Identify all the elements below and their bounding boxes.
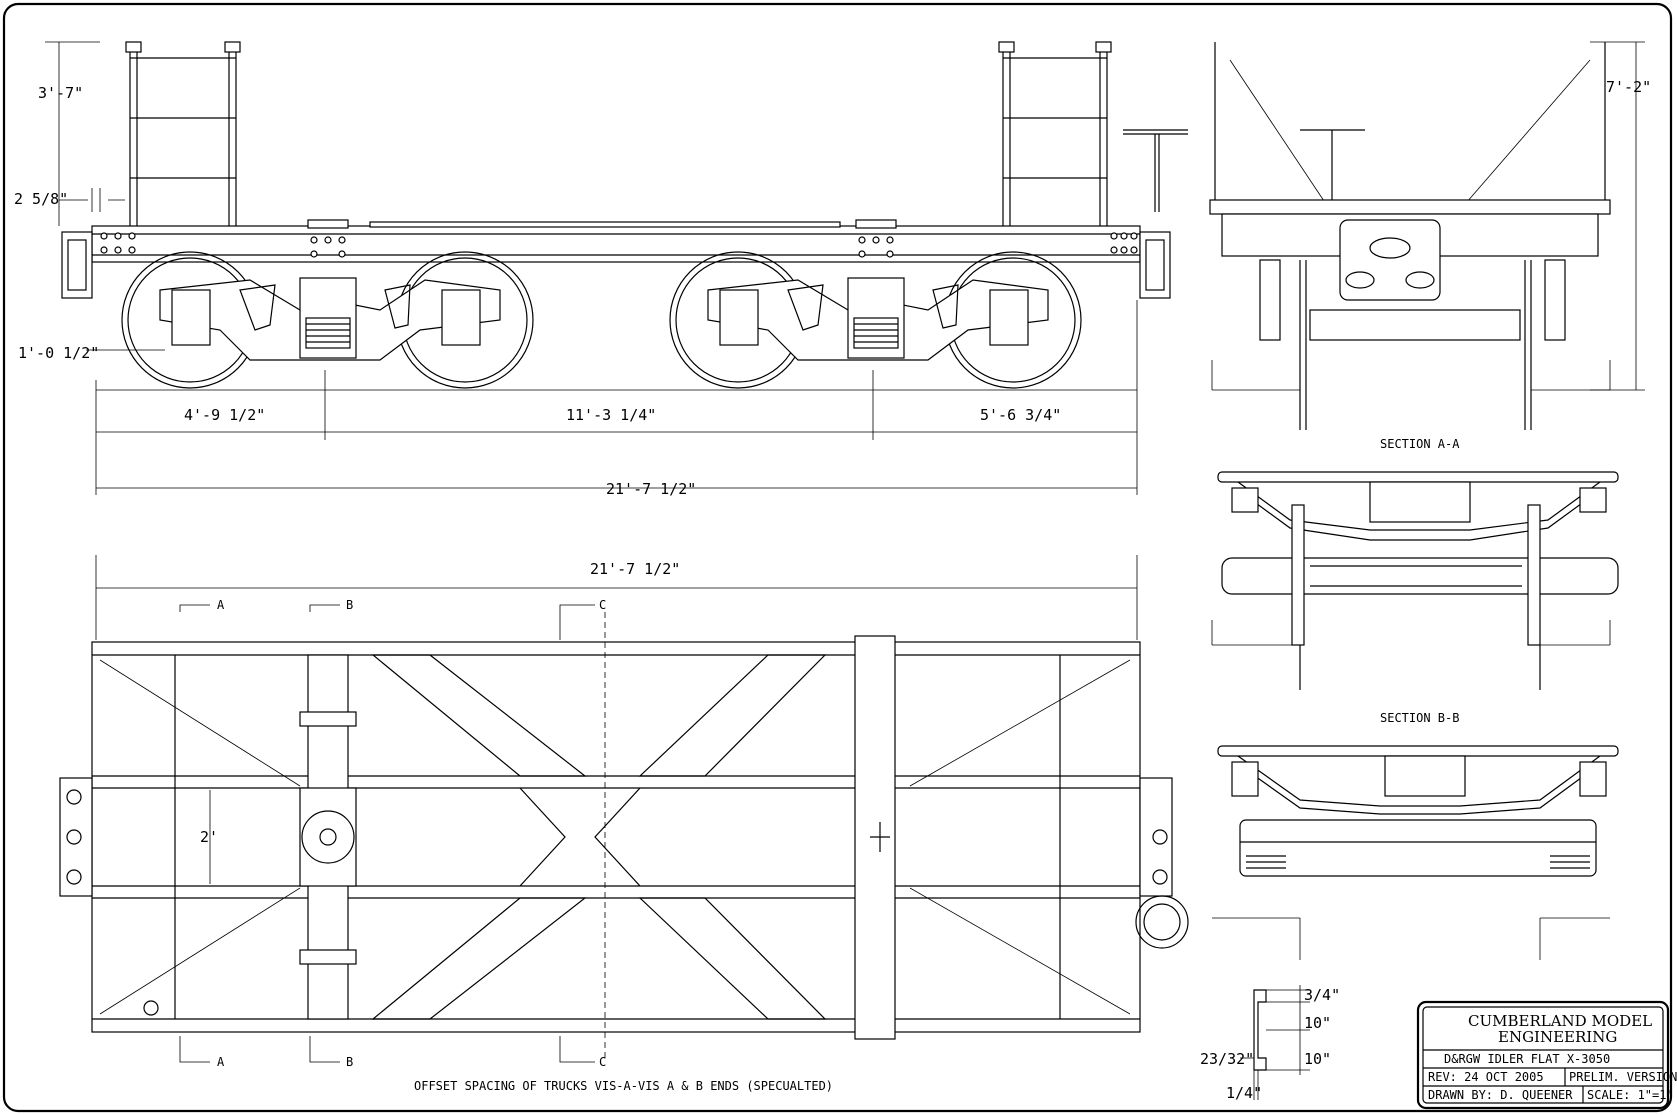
section-marker-a-top: A bbox=[217, 598, 225, 612]
title-block: CUMBERLAND MODEL ENGINEERING D&RGW IDLER… bbox=[1416, 1000, 1677, 1110]
drawing-scale: SCALE: 1"=1' bbox=[1587, 1088, 1674, 1102]
section-marker-c-bottom: C bbox=[599, 1055, 606, 1069]
dim-end-to-bolster-a: 4'-9 1/2" bbox=[184, 406, 265, 424]
dim-center-sill-width: 2' bbox=[200, 828, 218, 846]
drawn-by: DRAWN BY: D. QUEENER bbox=[1428, 1088, 1573, 1102]
dim-ladder-height: 3'-7" bbox=[38, 84, 83, 102]
company-name-line1: CUMBERLAND MODEL bbox=[1468, 1012, 1652, 1030]
channel-detail: 3/4" 10" 10" 23/32" 1/4" bbox=[1200, 985, 1340, 1102]
detail-dim-top: 3/4" bbox=[1304, 986, 1340, 1004]
dim-overall-length-side: 21'-7 1/2" bbox=[606, 480, 696, 498]
detail-dim-mid: 10" bbox=[1304, 1014, 1331, 1032]
detail-dim-left: 23/32" bbox=[1200, 1050, 1254, 1068]
dim-coupler-offset: 1'-0 1/2" bbox=[18, 344, 99, 362]
plan-note: OFFSET SPACING OF TRUCKS VIS-A-VIS A & B… bbox=[414, 1079, 833, 1093]
dim-end-overall-height: 7'-2" bbox=[1606, 78, 1651, 96]
drawing-title: D&RGW IDLER FLAT X-3050 bbox=[1444, 1052, 1610, 1066]
version-status: PRELIM. VERSION bbox=[1569, 1070, 1677, 1084]
revision-date: REV: 24 OCT 2005 bbox=[1428, 1070, 1544, 1084]
section-b-b bbox=[1212, 745, 1619, 960]
end-view: 7'-2" SECTION A-A bbox=[1209, 41, 1651, 451]
detail-dim-low: 10" bbox=[1304, 1050, 1331, 1068]
dim-ladder-offset: 2 5/8" bbox=[14, 190, 68, 208]
truck-a bbox=[121, 251, 534, 389]
section-b-label: SECTION B-B bbox=[1380, 711, 1459, 725]
brake-wheel-staff bbox=[1123, 129, 1188, 212]
detail-dim-bottom: 1/4" bbox=[1226, 1084, 1262, 1102]
section-marker-c-top: C bbox=[599, 598, 606, 612]
company-name-line2: ENGINEERING bbox=[1498, 1028, 1617, 1046]
section-marker-b-bottom: B bbox=[346, 1055, 353, 1069]
section-a-a: SECTION B-B bbox=[1211, 471, 1619, 725]
car-deck-side-sill bbox=[61, 219, 1171, 299]
side-dimension-lines bbox=[45, 41, 1138, 495]
ladder-a-end bbox=[125, 41, 241, 226]
section-a-label: SECTION A-A bbox=[1380, 437, 1460, 451]
dim-truck-centers: 11'-3 1/4" bbox=[566, 406, 656, 424]
side-elevation-view: 3'-7" 2 5/8" 1'-0 1/2" 4'-9 1/2" 11'-3 1… bbox=[14, 41, 1188, 498]
truck-b bbox=[669, 251, 1082, 389]
plan-view: 21'-7 1/2" bbox=[59, 555, 1189, 1093]
section-marker-b-top: B bbox=[346, 598, 353, 612]
rivet-groups bbox=[100, 232, 1138, 258]
dim-bolster-to-end-b: 5'-6 3/4" bbox=[980, 406, 1061, 424]
ladder-b-end bbox=[998, 41, 1112, 226]
dim-overall-length-plan: 21'-7 1/2" bbox=[590, 560, 680, 578]
section-marker-a-bottom: A bbox=[217, 1055, 225, 1069]
